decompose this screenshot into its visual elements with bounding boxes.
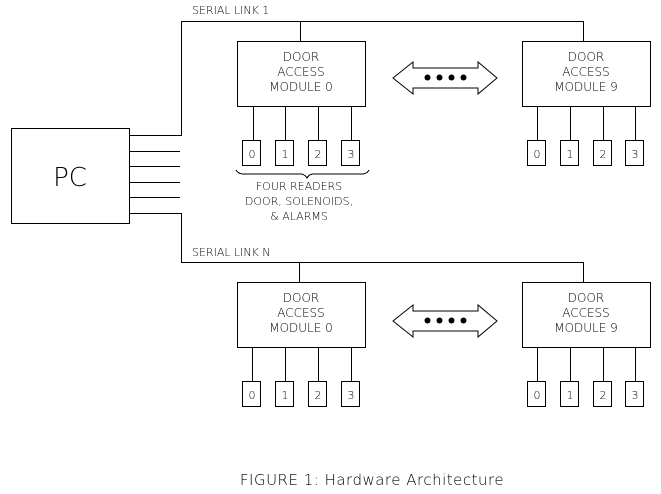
- pc-box: [11, 128, 130, 224]
- pc-connection-lines: [129, 21, 584, 283]
- door-access-module-9-link-1: DOOR ACCESS MODULE 9 0 1 2 3: [522, 41, 651, 166]
- reader-label: 2: [315, 389, 322, 402]
- reader-box: [593, 140, 612, 166]
- module-label-line: DOOR: [283, 50, 319, 64]
- reader-label: 3: [632, 148, 639, 161]
- figure-caption: FIGURE 1: Hardware Architecture: [240, 471, 504, 489]
- ellipsis-double-arrow: [392, 303, 498, 339]
- reader-box: [527, 381, 546, 407]
- module-label-line: ACCESS: [277, 306, 325, 320]
- reader-label: 2: [315, 148, 322, 161]
- door-access-module-0-link-n: DOOR ACCESS MODULE 0 0 1 2 3: [237, 282, 366, 407]
- ellipsis-double-arrow: [392, 60, 498, 96]
- reader-box: [242, 140, 261, 166]
- reader-box: [308, 381, 327, 407]
- serial-link-1-label: SERIAL LINK 1: [192, 4, 269, 17]
- module-label-line: ACCESS: [562, 65, 610, 79]
- reader-label: 3: [348, 148, 355, 161]
- reader-label: 1: [282, 389, 289, 402]
- door-access-module-0-link-1: DOOR ACCESS MODULE 0 0 1 2 3: [237, 41, 366, 166]
- reader-box: [625, 381, 644, 407]
- reader-box: [341, 140, 360, 166]
- module-label-line: ACCESS: [277, 65, 325, 79]
- reader-label: 2: [600, 148, 607, 161]
- door-access-module-9-link-n: DOOR ACCESS MODULE 9 0 1 2 3: [522, 282, 651, 407]
- reader-box: [275, 381, 294, 407]
- readers-note-line: DOOR, SOLENOIDS,: [245, 195, 353, 208]
- readers-note-line: FOUR READERS: [256, 180, 342, 193]
- reader-label: 0: [249, 148, 256, 161]
- module-label-line: ACCESS: [562, 306, 610, 320]
- module-label-line: MODULE 0: [269, 80, 333, 94]
- module-box: [237, 41, 366, 107]
- reader-label: 0: [534, 148, 541, 161]
- reader-label: 2: [600, 389, 607, 402]
- reader-label: 0: [249, 389, 256, 402]
- reader-label: 0: [534, 389, 541, 402]
- reader-label: 1: [567, 148, 574, 161]
- module-label-line: DOOR: [568, 50, 604, 64]
- serial-link-n-label: SERIAL LINK N: [192, 246, 271, 259]
- module-label-line: DOOR: [568, 291, 604, 305]
- pc-label: PC: [53, 163, 87, 193]
- readers-note-line: & ALARMS: [270, 210, 328, 223]
- module-label-line: MODULE 9: [554, 80, 618, 94]
- readers-brace: [235, 169, 370, 180]
- module-label-line: MODULE 0: [269, 321, 333, 335]
- reader-label: 3: [632, 389, 639, 402]
- reader-label: 1: [567, 389, 574, 402]
- serial-link-1-line: [129, 21, 584, 136]
- reader-box: [341, 381, 360, 407]
- reader-box: [527, 140, 546, 166]
- reader-box: [625, 140, 644, 166]
- module-box: [237, 282, 366, 348]
- module-box: [522, 282, 651, 348]
- reader-box: [560, 140, 579, 166]
- reader-box: [593, 381, 612, 407]
- reader-box: [308, 140, 327, 166]
- reader-box: [242, 381, 261, 407]
- module-box: [522, 41, 651, 107]
- reader-box: [560, 381, 579, 407]
- module-label-line: DOOR: [283, 291, 319, 305]
- module-label-line: MODULE 9: [554, 321, 618, 335]
- reader-box: [275, 140, 294, 166]
- serial-link-n-line: [129, 213, 584, 283]
- reader-label: 3: [348, 389, 355, 402]
- reader-label: 1: [282, 148, 289, 161]
